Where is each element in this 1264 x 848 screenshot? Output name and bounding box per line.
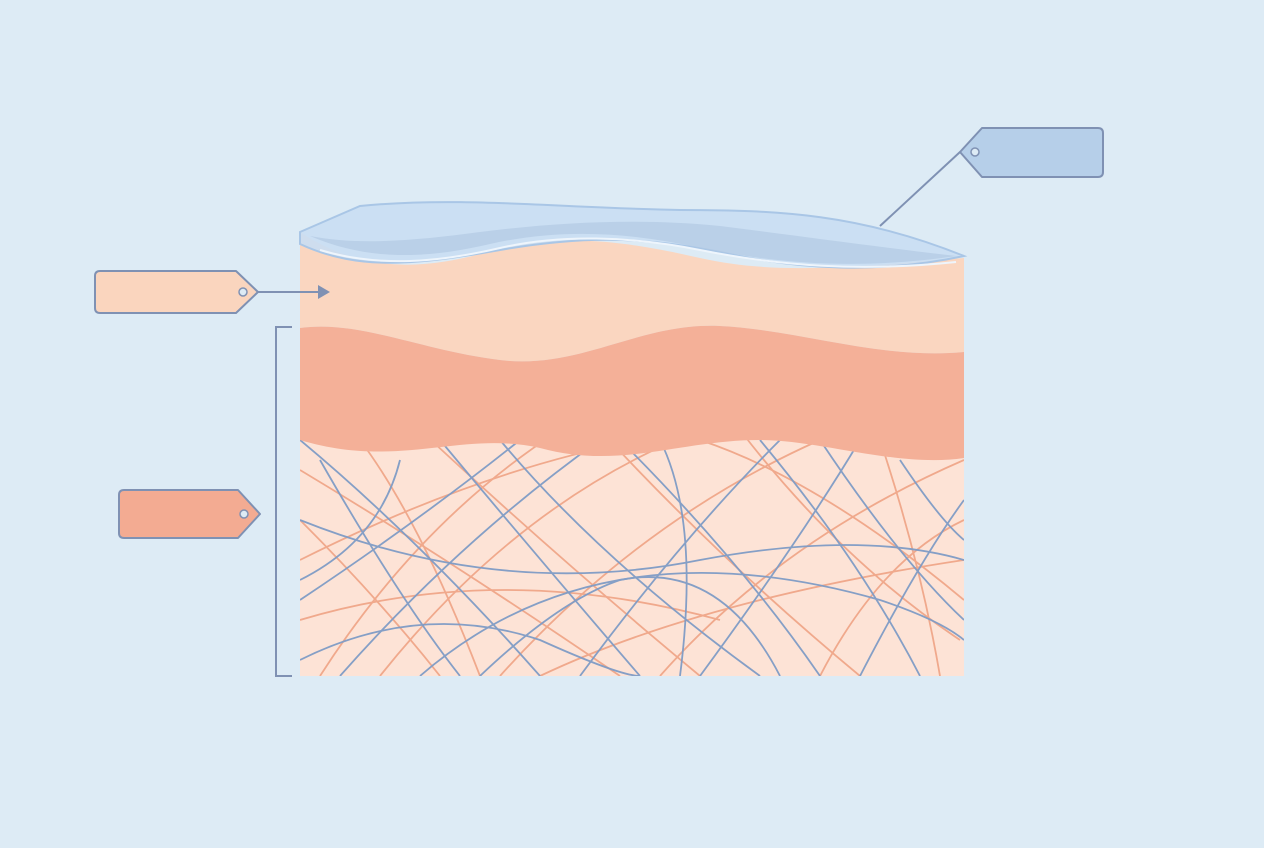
surface-leader-line	[879, 151, 961, 227]
surface-highlight	[319, 237, 957, 268]
tag-hole-icon	[238, 287, 248, 297]
surface-tag	[959, 127, 1104, 178]
depth-bracket	[275, 326, 292, 677]
upper-layer	[300, 232, 964, 362]
fiber-network	[300, 429, 964, 676]
fiber-layer-tag	[118, 489, 261, 539]
blue-fibers	[300, 439, 964, 676]
tag-hole-icon	[239, 509, 249, 519]
tag-hole-icon	[970, 147, 980, 157]
middle-layer	[300, 325, 964, 461]
fiber-layer	[300, 420, 964, 676]
surface-inner-band	[310, 221, 956, 264]
upper-layer-tag	[94, 270, 259, 314]
upper-layer-pointer-arrowhead	[318, 285, 330, 299]
